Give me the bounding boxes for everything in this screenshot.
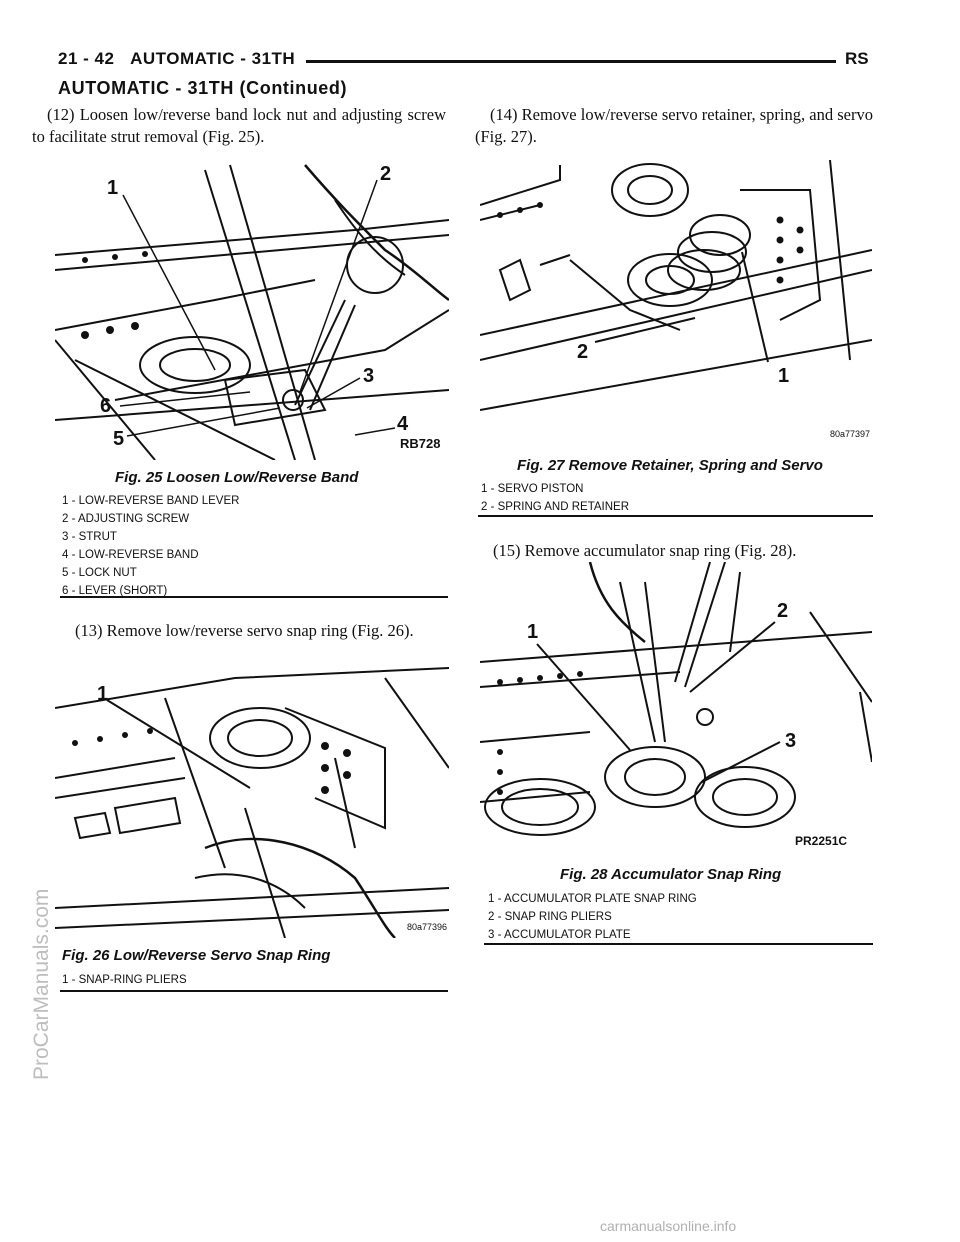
fig28-legend-item: 3 - ACCUMULATOR PLATE	[488, 929, 631, 941]
fig-27-legend: 1 - SERVO PISTON 2 - SPRING AND RETAINER	[481, 480, 629, 516]
fig28-legend-item: 1 - ACCUMULATOR PLATE SNAP RING	[488, 893, 697, 905]
fig28-callout-1: 1	[527, 621, 538, 643]
fig-27-rule	[478, 515, 873, 517]
fig25-callout-3: 3	[363, 365, 374, 387]
step-15-text: (15) Remove accumulator snap ring (Fig. …	[493, 541, 797, 560]
fig28-callout-2: 2	[777, 600, 788, 622]
fig25-callout-5: 5	[113, 428, 124, 450]
fig27-legend-item: 1 - SERVO PISTON	[481, 483, 584, 495]
fig26-callout-1: 1	[97, 683, 108, 705]
model-code: RS	[845, 49, 869, 68]
fig25-callout-4: 4	[397, 413, 409, 435]
fig-26-illustration: 1 80a77396	[55, 648, 449, 938]
fig28-image-code: PR2251C	[795, 834, 847, 848]
bottom-watermark: carmanualsonline.info	[600, 1218, 737, 1234]
fig25-image-code: RB728	[400, 436, 440, 451]
fig-27-illustration: 2 1 80a77397	[480, 160, 872, 445]
fig25-callout-1: 1	[107, 177, 118, 199]
fig25-legend-item: 6 - LEVER (SHORT)	[62, 585, 168, 597]
step-14-text: (14) Remove low/reverse servo retainer, …	[475, 105, 873, 146]
fig28-legend-item: 2 - SNAP RING PLIERS	[488, 911, 612, 923]
fig25-callout-2: 2	[380, 163, 391, 185]
fig27-legend-item: 2 - SPRING AND RETAINER	[481, 501, 630, 513]
fig27-callout-1: 1	[778, 365, 789, 387]
fig-28-legend: 1 - ACCUMULATOR PLATE SNAP RING 2 - SNAP…	[488, 890, 697, 944]
continued-title: AUTOMATIC - 31TH (Continued)	[58, 78, 348, 98]
page-ref: 21 - 42	[58, 49, 115, 68]
fig25-legend-item: 3 - STRUT	[62, 531, 117, 543]
fig-28-illustration: 1 2 3 PR2251C	[480, 562, 872, 852]
fig25-callout-6: 6	[100, 395, 111, 417]
fig25-legend-item: 1 - LOW-REVERSE BAND LEVER	[62, 495, 240, 507]
fig-26-caption: Fig. 26 Low/Reverse Servo Snap Ring	[62, 947, 331, 964]
fig25-legend-item: 5 - LOCK NUT	[62, 567, 137, 579]
fig27-callout-2: 2	[577, 341, 588, 363]
fig-26-legend: 1 - SNAP-RING PLIERS	[62, 971, 187, 989]
fig-25-caption: Fig. 25 Loosen Low/Reverse Band	[115, 469, 359, 486]
fig-26-rule	[60, 990, 448, 992]
page-header-left: 21 - 42 AUTOMATIC - 31TH	[58, 49, 295, 69]
fig-27-caption: Fig. 27 Remove Retainer, Spring and Serv…	[517, 457, 823, 474]
fig-25-legend: 1 - LOW-REVERSE BAND LEVER 2 - ADJUSTING…	[62, 492, 239, 600]
fig26-image-code: 80a77396	[407, 922, 447, 932]
step-12-text: (12) Loosen low/reverse band lock nut an…	[32, 105, 446, 146]
section-title: AUTOMATIC - 31TH	[130, 49, 296, 68]
step-13-text: (13) Remove low/reverse servo snap ring …	[75, 621, 414, 640]
fig28-callout-3: 3	[785, 730, 796, 752]
fig27-image-code: 80a77397	[830, 429, 870, 439]
side-watermark: ProCarManuals.com	[30, 888, 53, 1080]
fig-25-illustration: 1 2 3 4 5 6 RB728	[55, 160, 449, 460]
fig-25-rule	[60, 596, 448, 598]
header-rule	[306, 60, 836, 63]
fig-28-caption: Fig. 28 Accumulator Snap Ring	[560, 866, 782, 883]
fig25-legend-item: 2 - ADJUSTING SCREW	[62, 513, 190, 525]
fig25-legend-item: 4 - LOW-REVERSE BAND	[62, 549, 199, 561]
fig26-legend-item: 1 - SNAP-RING PLIERS	[62, 974, 187, 986]
fig-28-rule	[484, 943, 873, 945]
